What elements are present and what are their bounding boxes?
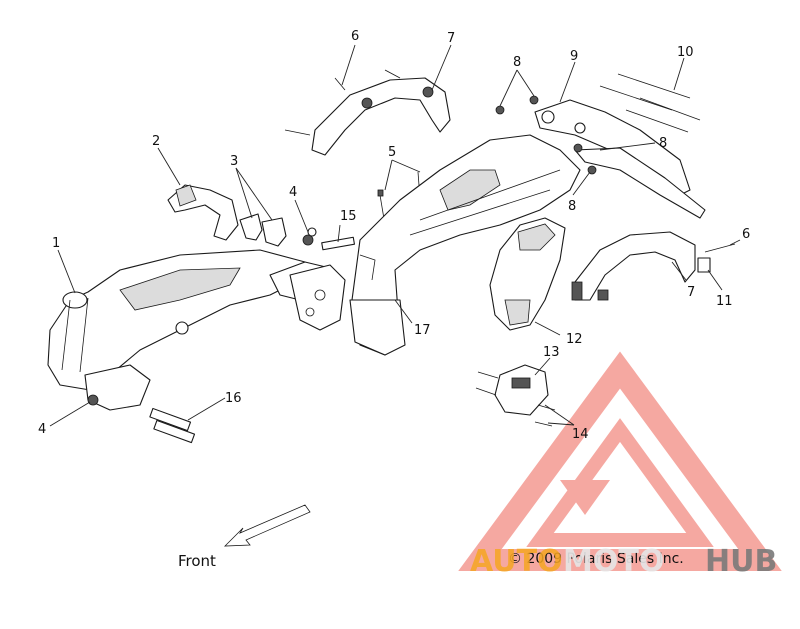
callout-8-low: 8 [568,199,576,214]
callout-6-right: 6 [742,227,750,242]
callout-5: 5 [388,145,396,160]
callout-3: 3 [230,154,238,169]
plate-part-11 [697,257,711,273]
bracket-part-7-top [284,69,451,156]
clamp-part-2 [167,184,239,241]
watermark-text-hub: HUB [705,544,777,579]
callout-10: 10 [677,45,694,60]
callout-15: 15 [340,209,357,224]
bolt-part-6-right [704,243,736,253]
callout-14: 14 [572,427,589,442]
watermark-text: AUTO MOTO HUB [470,544,777,579]
side-plate [289,264,346,331]
leader-lines [49,44,741,427]
main-frame-front [47,249,331,411]
side-panel-part-12 [489,217,566,331]
callout-16: 16 [225,391,242,406]
copyright-text: © 2009 Polaris Sales Inc. [508,551,684,567]
central-frame-part-17 [349,134,581,356]
nut-part-4 [302,234,314,246]
callout-7-top: 7 [447,31,455,46]
callout-8-mid: 8 [659,136,667,151]
callout-11: 11 [716,294,733,309]
watermark-logo [458,351,782,571]
front-label: Front [178,552,216,570]
callout-9: 9 [570,49,578,64]
callout-4-bottom: 4 [38,422,46,437]
callout-6-top: 6 [351,29,359,44]
callout-1: 1 [52,236,60,251]
pin-part-15 [321,236,356,251]
pins-part-16 [149,407,196,444]
callout-12: 12 [566,332,583,347]
crossmember-part-9 [534,99,706,219]
mount-part-13 [475,364,556,427]
bracket-part-7-lower [571,231,696,301]
watermark-text-moto: MOTO [563,544,664,579]
callout-4-top: 4 [289,185,297,200]
callout-labels: 1 2 3 4 4 5 6 6 7 7 8 8 8 9 10 11 12 13 … [38,29,750,442]
callout-7-right: 7 [687,285,695,300]
washer-part-4 [307,227,317,237]
watermark-text-auto: AUTO [470,544,563,579]
clip-part-3 [239,213,287,247]
front-arrow [223,504,311,547]
callout-8-top: 8 [513,55,521,70]
callout-17: 17 [414,323,431,338]
callout-13: 13 [543,345,560,360]
callout-2: 2 [152,134,160,149]
rods-part-10 [599,73,701,133]
